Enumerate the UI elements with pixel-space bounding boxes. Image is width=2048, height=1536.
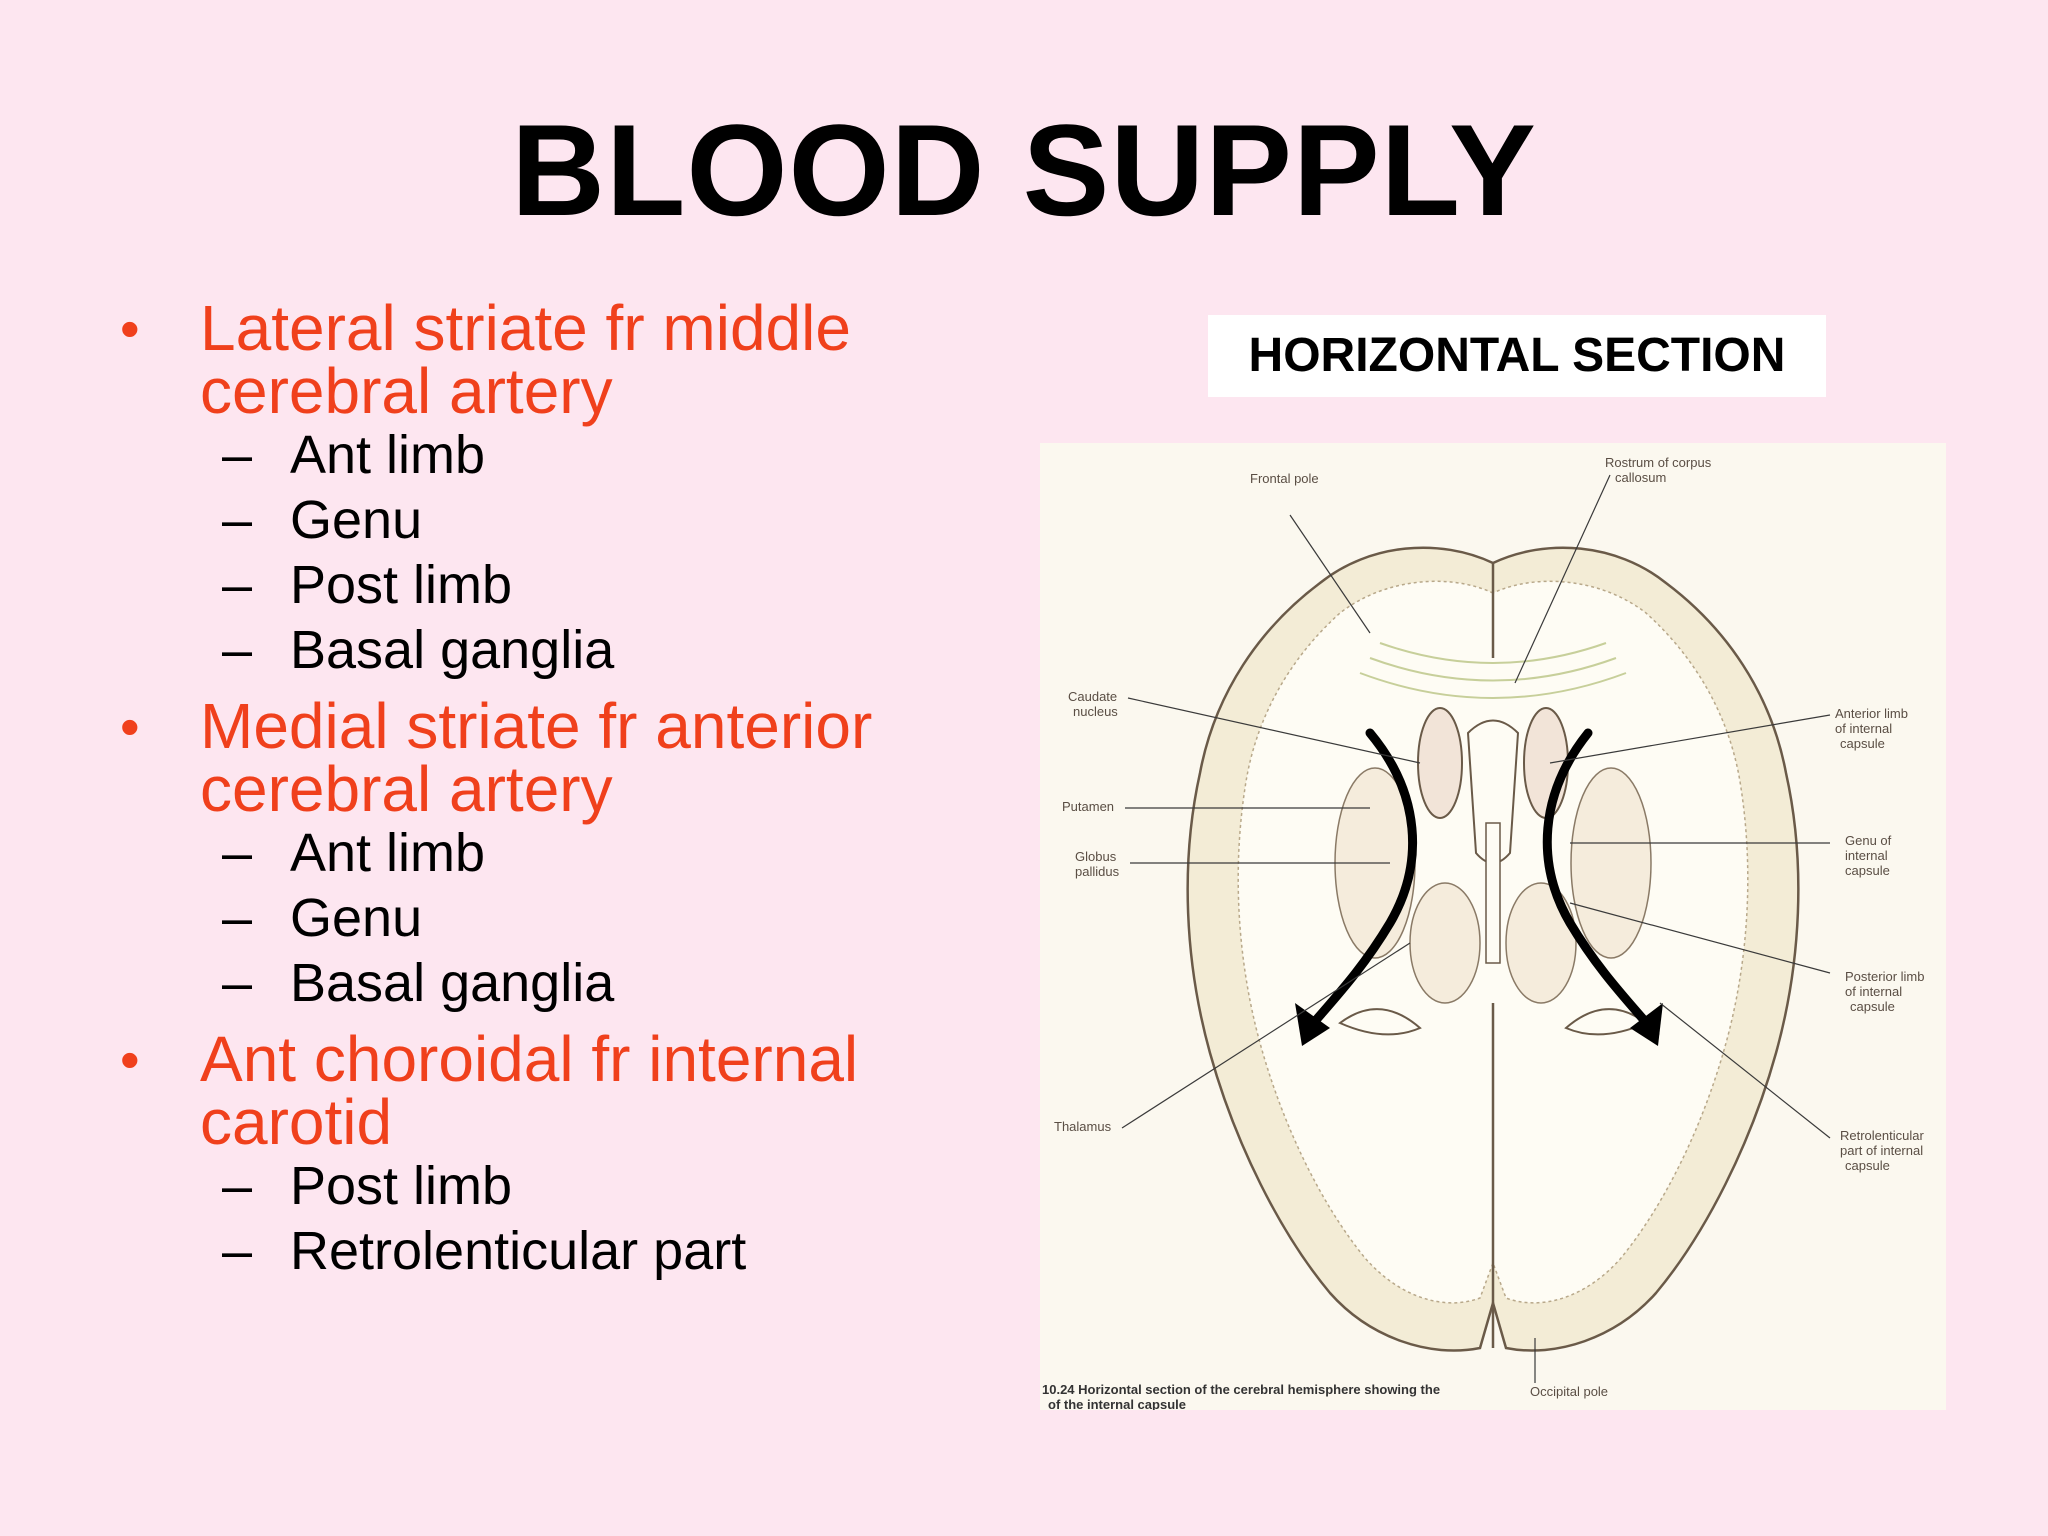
figure-header-box: HORIZONTAL SECTION bbox=[1208, 315, 1826, 397]
bullet-dot-icon: • bbox=[120, 1028, 140, 1091]
posterior-horns bbox=[1338, 1008, 1648, 1036]
label-putamen: Putamen bbox=[1062, 799, 1114, 814]
right-caudate bbox=[1523, 707, 1569, 819]
label-caudate-2: nucleus bbox=[1073, 704, 1118, 719]
right-lentiform bbox=[1570, 767, 1652, 959]
sub-bullet: –Ant limb bbox=[222, 425, 486, 485]
left-thalamus bbox=[1409, 882, 1481, 1004]
bullet-line: Lateral striate fr middle bbox=[200, 292, 851, 364]
label-caudate-1: Caudate bbox=[1068, 689, 1117, 704]
bullet-line: Medial striate fr anterior bbox=[200, 690, 873, 762]
bullet-medial-striate: • Medial striate fr anterior cerebral ar… bbox=[120, 690, 1000, 825]
third-ventricle bbox=[1485, 822, 1501, 964]
right-capsule-arrow bbox=[1542, 728, 1660, 1038]
label-occipital-pole: Occipital pole bbox=[1530, 1384, 1608, 1399]
corpus-callosum-fibres bbox=[1359, 642, 1627, 699]
label-genu-1: Genu of bbox=[1845, 833, 1892, 848]
bullet-ant-choroidal: • Ant choroidal fr internal carotid bbox=[120, 1023, 1000, 1158]
label-genu-2: internal bbox=[1845, 848, 1888, 863]
bullet-line: Ant choroidal fr internal bbox=[200, 1023, 859, 1095]
bullet-line: cerebral artery bbox=[200, 753, 613, 825]
label-post-limb-1: Posterior limb bbox=[1845, 969, 1924, 984]
left-caudate bbox=[1417, 707, 1463, 819]
figure-caption-line-2: of the internal capsule bbox=[1048, 1397, 1186, 1410]
label-rostrum-1: Rostrum of corpus bbox=[1605, 455, 1712, 470]
left-arrowhead-icon bbox=[1295, 1003, 1330, 1046]
sub-bullet: –Genu bbox=[222, 490, 423, 550]
bullet-dot-icon: • bbox=[120, 297, 140, 360]
sub-bullet: –Post limb bbox=[222, 1156, 513, 1216]
leader-lines bbox=[1121, 474, 1831, 1383]
left-capsule-arrow bbox=[1300, 728, 1417, 1038]
label-rostrum-2: callosum bbox=[1615, 470, 1666, 485]
sub-bullet: –Post limb bbox=[222, 555, 513, 615]
label-globus-1: Globus bbox=[1075, 849, 1117, 864]
right-arrowhead-icon bbox=[1630, 1003, 1663, 1046]
label-ant-limb-3: capsule bbox=[1840, 736, 1885, 751]
right-thalamus bbox=[1505, 882, 1577, 1004]
sub-bullet: –Basal ganglia bbox=[222, 953, 615, 1013]
sub-bullet: –Basal ganglia bbox=[222, 620, 615, 680]
sub-bullet: –Ant limb bbox=[222, 823, 486, 883]
label-retro-1: Retrolenticular bbox=[1840, 1128, 1924, 1143]
figure-caption-line-1: 10.24 Horizontal section of the cerebral… bbox=[1042, 1382, 1440, 1397]
label-thalamus: Thalamus bbox=[1054, 1119, 1112, 1134]
label-genu-3: capsule bbox=[1845, 863, 1890, 878]
sub-bullet: –Genu bbox=[222, 888, 423, 948]
label-post-limb-3: capsule bbox=[1850, 999, 1895, 1014]
bullet-lateral-striate: • Lateral striate fr middle cerebral art… bbox=[120, 292, 1000, 427]
label-globus-2: pallidus bbox=[1075, 864, 1120, 879]
bullet-line: carotid bbox=[200, 1086, 393, 1158]
sub-bullet: –Retrolenticular part bbox=[222, 1221, 747, 1281]
brain-horizontal-section-diagram: Frontal pole Rostrum of corpus callosum … bbox=[1042, 455, 1924, 1410]
label-retro-2: part of internal bbox=[1840, 1143, 1923, 1158]
slide-title: BLOOD SUPPLY bbox=[511, 97, 1537, 243]
bullet-line: cerebral artery bbox=[200, 355, 613, 427]
label-retro-3: capsule bbox=[1845, 1158, 1890, 1173]
brain-figure: Frontal pole Rostrum of corpus callosum … bbox=[1040, 443, 1946, 1410]
bullet-dot-icon: • bbox=[120, 695, 140, 758]
label-ant-limb-2: of internal bbox=[1835, 721, 1892, 736]
label-frontal-pole: Frontal pole bbox=[1250, 471, 1319, 486]
label-ant-limb-1: Anterior limb bbox=[1835, 706, 1908, 721]
bullet-list: • Lateral striate fr middle cerebral art… bbox=[120, 285, 1000, 1284]
label-post-limb-2: of internal bbox=[1845, 984, 1902, 999]
ventricles bbox=[1466, 719, 1520, 864]
